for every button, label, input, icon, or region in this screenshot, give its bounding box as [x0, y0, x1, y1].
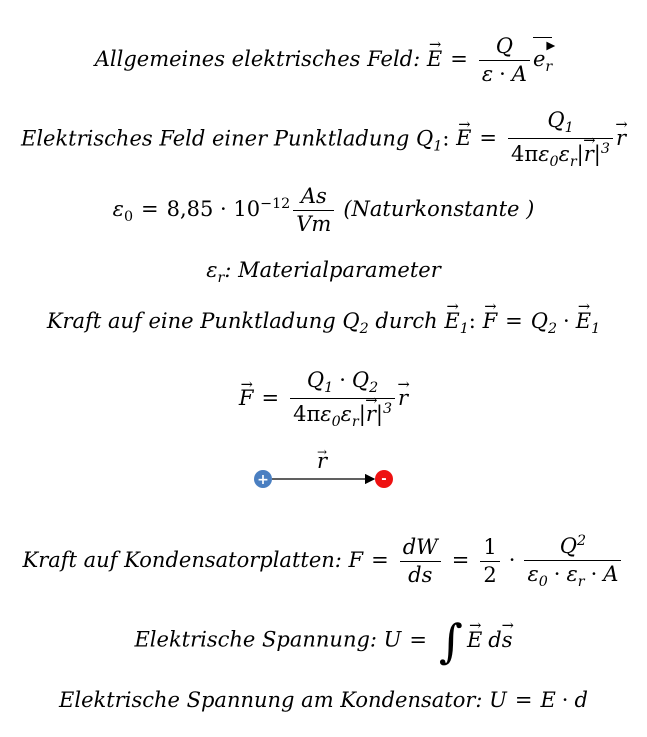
negative-sign: - — [381, 472, 386, 487]
voltage-label: Elektrische Spannung: — [134, 627, 384, 652]
epsilon-zero-exponent: −12 — [260, 196, 291, 212]
material-parameter-label: : Materialparameter — [224, 258, 441, 282]
unit-vector-er: ▶er — [532, 37, 556, 76]
integral-icon: ∫ — [438, 614, 463, 668]
vector-label-r: r — [317, 449, 329, 473]
positive-charge-icon — [254, 470, 272, 488]
natural-constant-note: (Naturkonstante ) — [343, 197, 535, 221]
charge-vector-diagram: r → + - — [250, 445, 400, 496]
positive-sign: + — [257, 472, 269, 488]
r-vector: r — [616, 128, 626, 149]
capacitor-voltage-label: Elektrische Spannung am Kondensator: — [59, 688, 490, 712]
e-field-vector: E — [456, 128, 471, 149]
general-field-label: Allgemeines elektrisches Feld: — [94, 47, 427, 71]
capacitor-force-label: Kraft auf Kondensatorplatten: — [22, 548, 349, 573]
force-on-charge-label: Kraft auf eine Punktladung — [46, 309, 343, 333]
f-vector: F — [239, 388, 254, 409]
e-field-vector: E — [427, 49, 442, 70]
formula-force-on-charge: Kraft auf eine Punktladung Q2 durch E1: … — [0, 309, 647, 337]
formula-general-field: Allgemeines elektrisches Feld: E=Qε·A▶er — [0, 36, 647, 85]
negative-charge-icon — [375, 470, 393, 488]
epsilon-zero-value: 8,85 · 10 — [166, 197, 261, 221]
vector-arrow-icon: → — [317, 448, 327, 459]
material-parameter-line: εr: Materialparameter — [206, 258, 441, 287]
formula-point-charge-field: Elektrisches Feld einer Punktladung Q1: … — [0, 110, 647, 170]
r-vector: r — [398, 388, 408, 409]
formula-voltage-integral: Elektrische Spannung: U=∫Eds — [0, 618, 647, 664]
charge-diagram-svg: r → + - — [254, 445, 393, 488]
point-charge-field-label: Elektrisches Feld einer Punktladung — [20, 126, 417, 151]
formula-capacitor-voltage: Elektrische Spannung am Kondensator: U=E… — [59, 688, 588, 712]
